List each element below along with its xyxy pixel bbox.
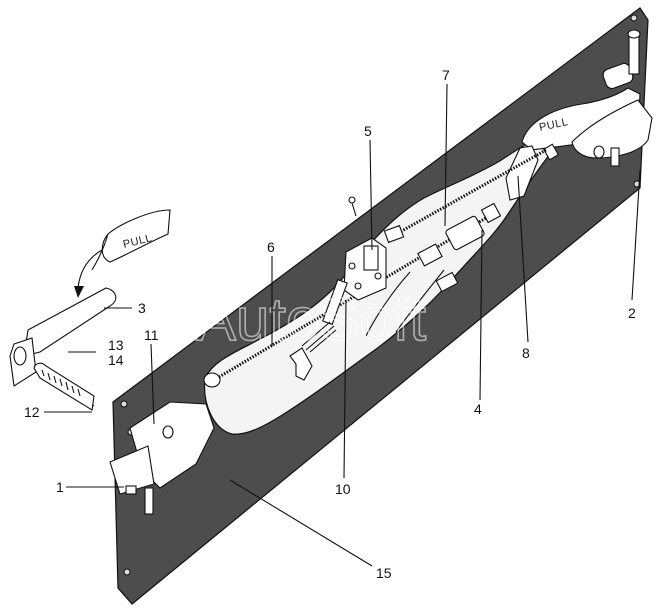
callout-15: 15 (376, 565, 392, 581)
loose-handle-parts: PULL (9, 209, 171, 411)
callout-3: 3 (138, 300, 146, 316)
pull-handle-top: PULL (521, 29, 653, 167)
callout-1: 1 (56, 479, 64, 495)
callout-10: 10 (335, 481, 351, 497)
callout-11: 11 (144, 327, 159, 343)
callout-14: 14 (108, 352, 124, 368)
panel-hole (120, 400, 128, 408)
adjust-nut (542, 143, 560, 161)
lock-rod (289, 278, 348, 381)
panel-hole (630, 14, 638, 22)
callout-13: 13 (108, 337, 124, 353)
callout-12: 12 (24, 404, 40, 420)
callout-2: 2 (628, 305, 636, 321)
leader-lines (44, 83, 641, 567)
watermark: AutoSoft (196, 286, 426, 353)
assembly-arrow (77, 249, 103, 289)
cable-upper (399, 148, 547, 234)
lock-cylinder (365, 202, 502, 337)
lower-handle (109, 401, 215, 515)
callout-7: 7 (442, 67, 450, 83)
latch-mechanism (343, 196, 405, 301)
callout-5: 5 (364, 123, 372, 139)
panel-hole (123, 568, 131, 576)
rod-end-knob (203, 372, 221, 388)
callout-8: 8 (522, 345, 530, 361)
callout-4: 4 (474, 401, 482, 417)
callout-6: 6 (267, 239, 275, 255)
assembly-arrowhead (74, 286, 84, 298)
